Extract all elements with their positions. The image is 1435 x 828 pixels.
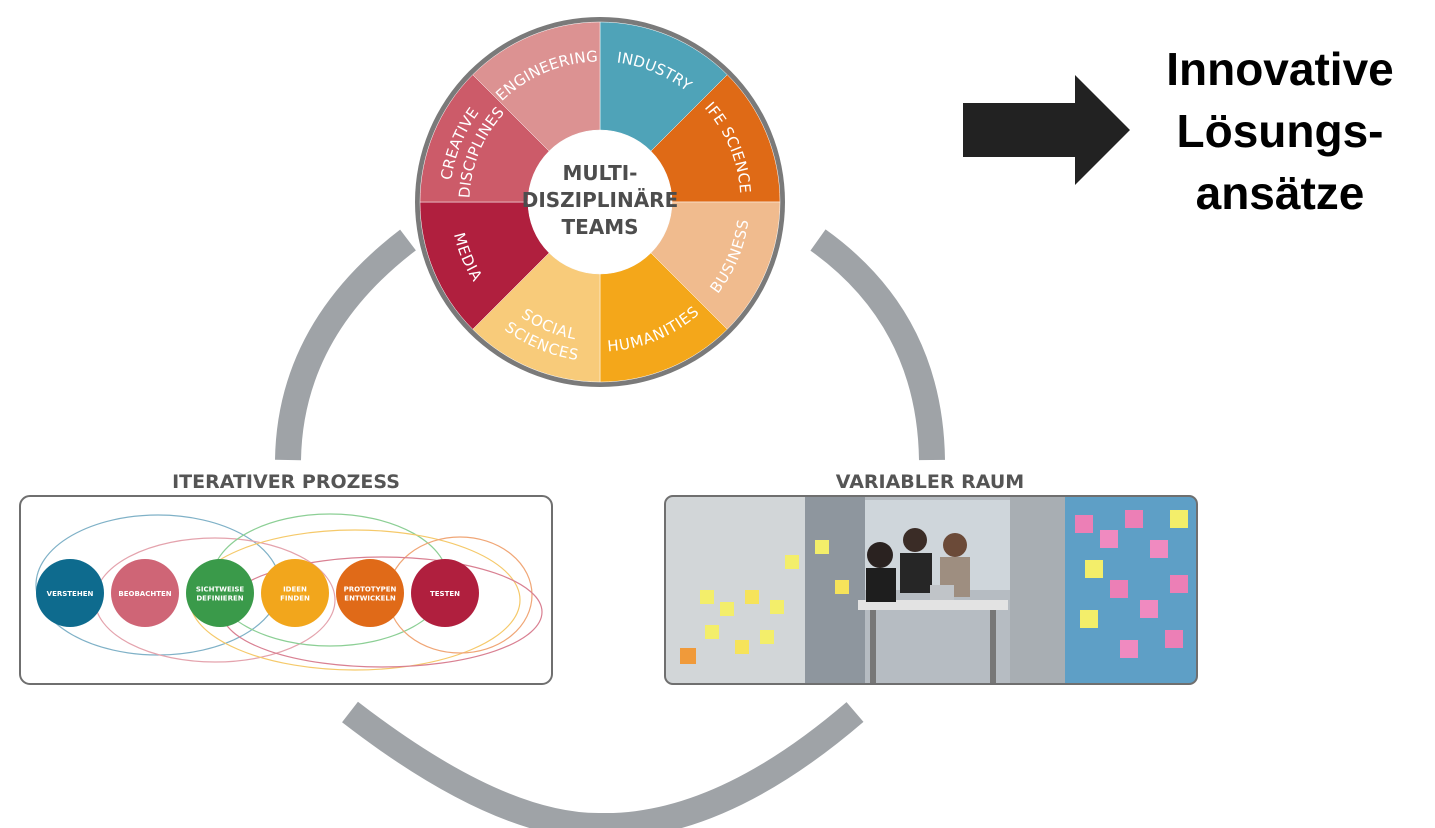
outcome-text: Innovative Lösungs- ansätze <box>1166 43 1394 219</box>
workspace-photo-frame <box>664 495 1198 685</box>
step-circle <box>111 559 179 627</box>
outcome-line-2: Lösungs- <box>1177 105 1384 157</box>
cycle-arc-left <box>275 229 416 461</box>
step-circle <box>186 559 254 627</box>
step-beobachten: BEOBACHTEN <box>111 559 179 627</box>
iterative-process-title: ITERATIVER PROZESS <box>172 471 400 493</box>
step-label: FINDEN <box>280 595 310 603</box>
iterative-process-panel: ITERATIVER PROZESS VERSTEHEN BEOBACHTEN SI… <box>19 471 553 685</box>
step-label: SICHTWEISE <box>196 586 245 594</box>
step-verstehen: VERSTEHEN <box>36 559 104 627</box>
step-circle <box>411 559 479 627</box>
wheel-center-line-3: TEAMS <box>561 215 638 239</box>
step-label: DEFINIEREN <box>196 595 243 603</box>
step-circle <box>261 559 329 627</box>
step-label: PROTOTYPEN <box>344 586 397 594</box>
outcome-line-3: ansätze <box>1196 167 1365 219</box>
step-label: TESTEN <box>430 590 460 598</box>
step-circle <box>336 559 404 627</box>
variable-space-panel: VARIABLER RAUM <box>664 471 1198 685</box>
step-label: BEOBACHTEN <box>118 590 171 598</box>
step-testen: TESTEN <box>411 559 479 627</box>
wheel-center-line-2: DISZIPLINÄRE <box>522 188 679 212</box>
step-label: IDEEN <box>283 586 307 594</box>
variable-space-title: VARIABLER RAUM <box>836 471 1024 493</box>
disciplines-wheel: INDUSTRYLIFE SCIENCESBUSINESSHUMANITIESS… <box>0 0 785 387</box>
step-label: VERSTEHEN <box>47 590 94 598</box>
cycle-ring <box>275 229 945 828</box>
workspace-photo <box>665 496 1197 684</box>
cycle-arc-right <box>810 229 945 461</box>
wheel-center <box>528 130 672 274</box>
arrow-icon <box>963 75 1130 185</box>
outcome-line-1: Innovative <box>1166 43 1394 95</box>
step-circle <box>36 559 104 627</box>
cycle-arc-bottom <box>342 701 864 828</box>
step-label: ENTWICKELN <box>344 595 396 603</box>
sticky-notes <box>680 510 1188 664</box>
wheel-center-line-1: MULTI- <box>563 161 638 185</box>
